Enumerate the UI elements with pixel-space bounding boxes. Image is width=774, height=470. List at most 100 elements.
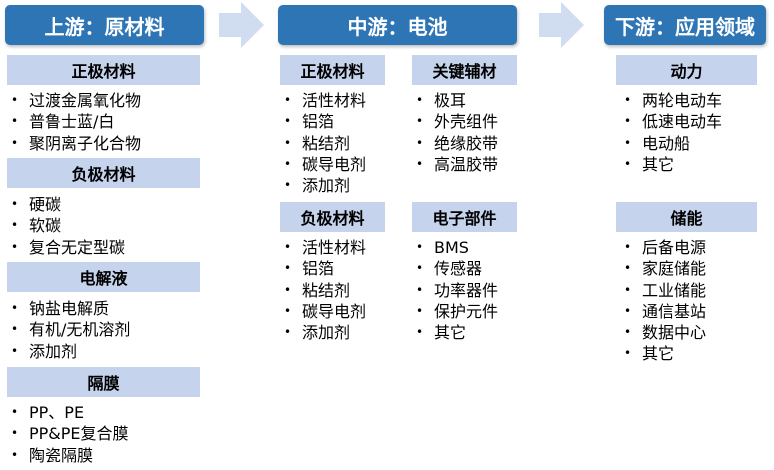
upstream-separator-title: 隔膜: [87, 374, 120, 393]
bullet-icon: •: [624, 93, 632, 107]
list-item-label: 添加剂: [29, 341, 78, 361]
list-item: •绝缘胶带: [413, 133, 498, 154]
bullet-icon: •: [284, 261, 292, 276]
bullet-icon: •: [624, 114, 632, 129]
bullet-icon: •: [624, 156, 632, 171]
list-item-label: 功率器件: [434, 280, 499, 300]
bullet-icon: •: [284, 303, 292, 318]
bullet-icon: •: [624, 135, 632, 150]
list-item: • 聚阴离子化合物: [8, 133, 141, 154]
downstream-storage-title: 储能: [670, 209, 703, 228]
list-item-label: 粘结剂: [302, 133, 351, 153]
list-item: • 碳导电剂: [281, 301, 366, 322]
list-item: • 其它: [413, 322, 498, 343]
downstream-power-header: 动力: [616, 55, 757, 85]
upstream-electrolyte-title: 电解液: [79, 269, 128, 288]
list-item: • 铝箔: [281, 111, 366, 132]
list-item-label: 硬碳: [29, 195, 62, 214]
upstream-electrolyte-list: • 钠盐电解质 • 有机/无机溶剂 •添加剂: [8, 298, 130, 362]
list-item-label: 其它: [434, 323, 467, 343]
list-item-label: 添加剂: [302, 323, 351, 343]
list-item-label: 有机/无机溶剂: [29, 320, 131, 340]
midstream-key-aux-header: 关键辅材: [412, 55, 517, 85]
list-item-label: 普鲁士蓝/白: [29, 112, 115, 132]
bullet-icon: •: [284, 114, 292, 129]
bullet-icon: •: [284, 325, 292, 340]
list-item-label: 活性材料: [302, 91, 367, 110]
midstream-anode-header: 负极材料: [280, 202, 385, 232]
stage-title-upstream: 上游：原材料: [44, 14, 165, 39]
list-item: •家庭储能: [621, 258, 706, 279]
list-item: •高温胶带: [413, 154, 498, 175]
bullet-icon: •: [11, 301, 19, 315]
upstream-anode-title: 负极材料: [71, 165, 136, 184]
list-item: •添加剂: [8, 341, 130, 362]
list-item: •粘结剂: [281, 133, 366, 154]
stage-title-midstream: 中游：电池: [347, 14, 448, 39]
bullet-icon: •: [416, 282, 424, 297]
list-item-label: 粘结剂: [302, 280, 351, 300]
list-item: • PP&PE复合膜: [8, 423, 129, 444]
midstream-key-aux-title: 关键辅材: [432, 62, 497, 81]
list-item: • 有机/无机溶剂: [8, 319, 130, 340]
list-item: •添加剂: [281, 175, 366, 196]
list-item: •活性材料: [281, 237, 366, 258]
list-item-label: 铝箔: [302, 259, 335, 279]
list-item: •碳导电剂: [281, 154, 366, 175]
upstream-cathode-title: 正极材料: [71, 62, 136, 81]
arrow-right-icon: [219, 2, 264, 48]
list-item-label: 铝箔: [302, 112, 335, 132]
list-item-label: 聚阴离子化合物: [29, 133, 142, 153]
list-item-label: 通信基站: [642, 301, 707, 321]
list-item: •普鲁士蓝/白: [8, 111, 141, 132]
upstream-cathode-header: 正极材料: [7, 55, 200, 85]
bullet-icon: •: [11, 197, 19, 211]
list-item: •两轮电动车: [621, 90, 722, 111]
list-item: • 传感器: [413, 258, 498, 279]
list-item-label: 碳导电剂: [302, 301, 367, 321]
upstream-separator-list: •PP、PE •PP&PE复合膜 •陶瓷隔膜: [8, 402, 129, 466]
midstream-electronics-title: 电子部件: [432, 209, 497, 228]
list-item: •陶瓷隔膜: [8, 445, 129, 466]
bullet-icon: •: [416, 325, 424, 340]
list-item-label: 后备电源: [642, 238, 707, 257]
bullet-icon: •: [11, 447, 19, 462]
list-item: • 电动船: [621, 133, 722, 154]
list-item-label: 软碳: [29, 216, 62, 236]
downstream-power-title: 动力: [670, 62, 703, 81]
bullet-icon: •: [416, 135, 424, 150]
bullet-icon: •: [416, 261, 424, 276]
list-item-label: 极耳: [434, 91, 467, 110]
midstream-key-aux-list: •极耳 •外壳组件 •绝缘胶带 •高温胶带: [413, 90, 498, 175]
downstream-power-list: •两轮电动车 •低速电动车 • 电动船 • 其它: [621, 90, 722, 175]
list-item: • 其它: [621, 154, 722, 175]
bullet-icon: •: [11, 426, 19, 441]
bullet-icon: •: [624, 346, 632, 361]
bullet-icon: •: [624, 282, 632, 297]
list-item-label: 传感器: [434, 259, 483, 279]
bullet-icon: •: [624, 325, 632, 340]
list-item-label: PP&PE复合膜: [29, 424, 129, 444]
bullet-icon: •: [416, 93, 424, 107]
midstream-cathode-header: 正极材料: [280, 55, 385, 85]
downstream-storage-list: •后备电源 •家庭储能 •工业储能 •通信基站 •数据中心 •其它: [621, 237, 706, 365]
midstream-anode-title: 负极材料: [300, 209, 365, 228]
list-item: •低速电动车: [621, 111, 722, 132]
list-item: •通信基站: [621, 301, 706, 322]
list-item-label: 电动船: [642, 133, 691, 153]
list-item-label: 数据中心: [642, 323, 707, 343]
bullet-icon: •: [11, 322, 19, 337]
list-item-label: BMS: [434, 238, 469, 257]
midstream-electronics-header: 电子部件: [412, 202, 517, 232]
list-item-label: 钠盐电解质: [29, 299, 110, 318]
arrow-right-icon: [539, 2, 584, 48]
bullet-icon: •: [284, 156, 292, 171]
list-item-label: 其它: [642, 154, 675, 174]
stage-title-downstream: 下游：应用领域: [615, 14, 755, 39]
bullet-icon: •: [11, 135, 19, 150]
upstream-anode-list: •硬碳 •软碳 •复合无定型碳: [8, 194, 125, 258]
list-item: •软碳: [8, 215, 125, 236]
midstream-anode-list: •活性材料 • 铝箔 • 粘结剂 • 碳导电剂 • 添加剂: [281, 237, 366, 343]
list-item: • 硬碳: [8, 194, 125, 215]
bullet-icon: •: [284, 93, 292, 107]
